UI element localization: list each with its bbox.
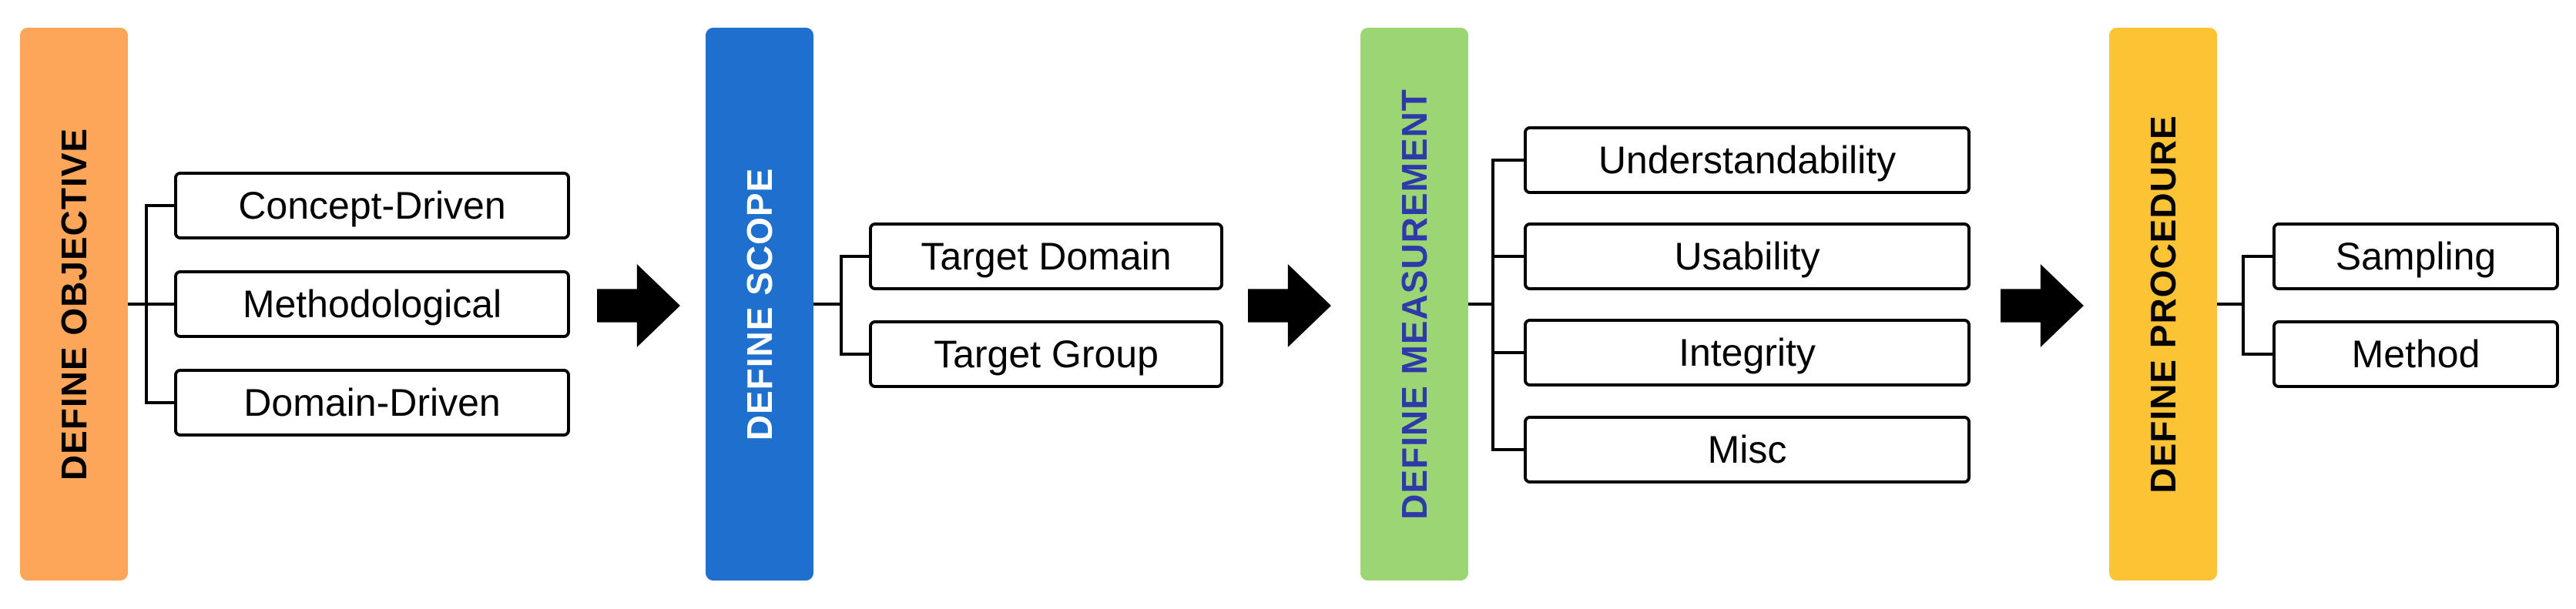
item-method: Method (2272, 320, 2559, 388)
connector-line (1491, 255, 1525, 258)
connector-line (840, 353, 870, 356)
item-target-group: Target Group (869, 320, 1223, 388)
stage-title: DEFINE OBJECTIVE (54, 127, 94, 481)
item-usability: Usability (1524, 223, 1971, 290)
connector-line (145, 303, 176, 306)
connector-line (840, 255, 870, 258)
item-misc: Misc (1524, 416, 1971, 484)
connector-line (145, 204, 176, 207)
stage-define-objective: DEFINE OBJECTIVE (20, 28, 128, 581)
stage-title: DEFINE PROCEDURE (2143, 115, 2183, 494)
connector-line (1491, 448, 1525, 451)
connector-line (1491, 351, 1525, 354)
stage-define-procedure: DEFINE PROCEDURE (2109, 28, 2217, 581)
connector-line (2242, 353, 2274, 356)
connector-line (1468, 303, 1493, 306)
item-methodological: Methodological (174, 270, 570, 338)
item-integrity: Integrity (1524, 319, 1971, 386)
right-arrow-icon (1248, 264, 1331, 347)
stage-title: DEFINE MEASUREMENT (1394, 89, 1434, 520)
stage-define-measurement: DEFINE MEASUREMENT (1360, 28, 1468, 581)
connector-line (1491, 159, 1525, 162)
item-sampling: Sampling (2272, 223, 2559, 290)
connector-line (128, 303, 146, 306)
item-domain-driven: Domain-Driven (174, 369, 570, 437)
right-arrow-icon (597, 264, 680, 347)
stage-define-scope: DEFINE SCOPE (706, 28, 813, 581)
connector-line (813, 303, 841, 306)
connector-line (2242, 255, 2245, 356)
connector-line (2242, 255, 2274, 258)
connector-line (1491, 159, 1494, 451)
stage-title: DEFINE SCOPE (740, 167, 780, 441)
connector-line (840, 255, 843, 356)
connector-line (145, 401, 176, 404)
item-understandability: Understandability (1524, 126, 1971, 194)
connector-line (2217, 303, 2243, 306)
right-arrow-icon (2001, 264, 2084, 347)
item-concept-driven: Concept-Driven (174, 172, 570, 239)
item-target-domain: Target Domain (869, 223, 1223, 290)
